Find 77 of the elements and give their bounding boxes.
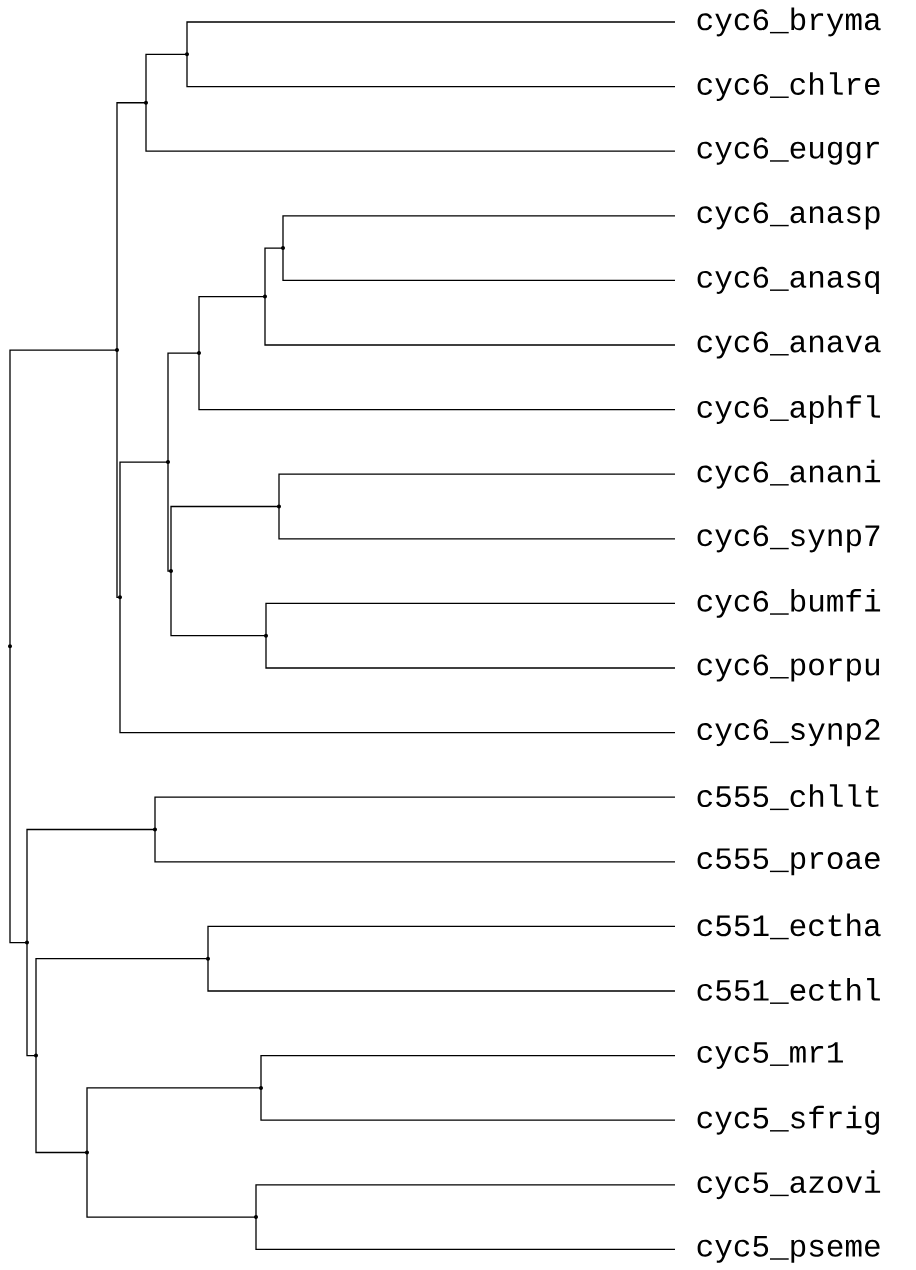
tree-branch <box>154 796 676 831</box>
leaf-label: cyc6_synp2 <box>697 719 880 747</box>
tree-branch <box>9 349 118 647</box>
branch-point <box>197 351 201 356</box>
leaf-label: c551_ectha <box>697 913 881 940</box>
branch-point <box>281 246 285 251</box>
tree-branch <box>26 941 37 1057</box>
branch-point <box>153 827 157 832</box>
tree-branch <box>278 505 676 540</box>
tree-branch <box>255 1184 676 1218</box>
leaf-label: c551_ecthl <box>697 978 880 1004</box>
branch-point <box>118 595 122 600</box>
tree-branch <box>186 21 676 55</box>
tree-branch <box>265 602 676 637</box>
tree-branch <box>278 473 676 508</box>
branch-point <box>277 504 281 509</box>
tree-branch <box>264 247 284 298</box>
tree-branch <box>35 958 209 1057</box>
tree-branch <box>282 215 676 249</box>
tree-branch <box>86 1087 262 1154</box>
branch-point <box>259 1085 263 1090</box>
branch-point <box>169 569 173 574</box>
tree-branch <box>154 828 676 863</box>
leaf-label: c555_chllt <box>697 784 879 811</box>
tree-branch <box>282 247 676 282</box>
branch-point <box>254 1215 258 1220</box>
leaf-label: cyc6_bryma <box>697 7 881 37</box>
tree-branch <box>207 958 676 992</box>
branch-point <box>166 460 170 465</box>
leaf-label: cyc6_chlre <box>697 72 880 102</box>
leaf-label: cyc6_euggr <box>697 137 879 165</box>
leaf-label: cyc5_azovi <box>697 1170 881 1200</box>
branch-point <box>263 294 267 299</box>
leaf-label: cyc6_anani <box>697 459 881 489</box>
tree-branch <box>207 925 676 960</box>
leaf-label: cyc6_aphfl <box>697 395 880 425</box>
leaf-label: cyc6_anasp <box>697 202 880 230</box>
tree-branch <box>35 1054 88 1154</box>
tree-branch <box>170 505 280 572</box>
tree-branch <box>26 828 156 944</box>
tree-branch <box>260 1087 676 1121</box>
branch-point <box>144 100 148 105</box>
tree-branch <box>86 1151 257 1218</box>
leaf-label: cyc5_mr1 <box>697 1042 843 1070</box>
tree-branch <box>264 295 676 346</box>
tree-branch <box>170 570 267 637</box>
tree-branch <box>145 102 676 152</box>
tree-branch <box>116 349 121 598</box>
tree-branch <box>255 1216 676 1251</box>
leaf-label: cyc6_anava <box>697 331 881 359</box>
branch-point <box>34 1053 38 1058</box>
leaf-label: cyc6_anasq <box>697 266 879 294</box>
branch-point <box>185 52 189 57</box>
leaf-label: cyc6_synp7 <box>697 525 880 553</box>
tree-branch <box>145 53 188 104</box>
leaf-label: cyc5_pseme <box>697 1236 880 1263</box>
tree-branch <box>198 295 266 354</box>
branch-point <box>85 1150 89 1155</box>
tree-branch <box>119 461 169 598</box>
tree-branch <box>265 635 676 669</box>
branch-point <box>264 633 268 638</box>
leaf-label: cyc6_porpu <box>697 654 879 682</box>
tree-branch <box>119 596 676 734</box>
branch-point <box>115 348 119 353</box>
tree-branch <box>167 352 200 463</box>
tree-branch <box>186 53 676 88</box>
branch-point <box>206 956 210 961</box>
leaf-label: cyc5_sfrig <box>697 1105 879 1135</box>
tree-branch <box>116 102 147 351</box>
tree-branch <box>9 645 28 944</box>
tree-branch <box>167 461 172 572</box>
leaf-label: c555_proae <box>697 848 880 876</box>
branch-point <box>25 940 29 945</box>
branch-point <box>8 644 12 649</box>
leaf-label: cyc6_bumfi <box>697 588 881 618</box>
tree-branch <box>198 352 676 411</box>
tree-branch <box>260 1054 676 1089</box>
